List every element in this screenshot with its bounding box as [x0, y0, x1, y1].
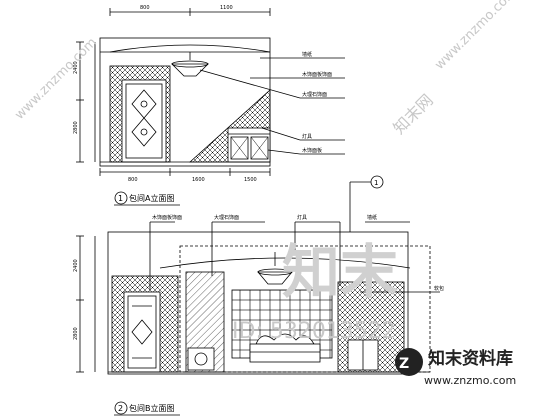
d2-note-4: 墙纸	[367, 214, 377, 221]
d1-bottom-dim-3: 1500	[244, 177, 257, 183]
d1-left-dim-1: 2400	[73, 61, 79, 74]
brand-logo: Z 知末资料库 www.znzmo.com	[395, 348, 516, 387]
brand-site-name: 知末资料库	[427, 348, 513, 369]
d2-left-dim-2: 2800	[73, 327, 79, 340]
d2-note-3: 灯具	[297, 214, 307, 221]
d1-top-dim-2: 1100	[220, 5, 233, 11]
svg-text:Z: Z	[399, 356, 409, 372]
watermark-diag-right: www.znzmo.com	[432, 0, 520, 73]
d1-note-3: 大理石饰面	[302, 91, 327, 98]
d1-top-dim-1: 800	[140, 5, 150, 11]
d2-number: 2	[118, 404, 123, 413]
watermark-id: ID: 532013522	[232, 319, 396, 344]
d1-number: 1	[118, 194, 123, 203]
d2-note-1: 木饰面板饰面	[152, 214, 182, 221]
d1-note-1: 墙纸	[302, 51, 312, 58]
d2-callout-number: 1	[374, 179, 378, 187]
watermark-diag-left: www.znzmo.com	[12, 35, 100, 123]
d2-note-2: 大理石饰面	[214, 214, 239, 221]
d1-bottom-dim-1: 800	[128, 177, 138, 183]
d1-bottom-dim-2: 1600	[192, 177, 205, 183]
d1-left-dim-2: 2800	[73, 121, 79, 134]
watermark-stamp: 知末网	[389, 90, 436, 137]
d1-note-2: 木饰面板饰面	[302, 71, 332, 78]
d2-note-5: 软包	[434, 285, 444, 292]
d1-title-block: 1 包间A立面图	[114, 191, 180, 206]
d2-title: 包间B立面图	[129, 403, 175, 413]
watermark-big-brand: 知末	[282, 238, 398, 306]
d2-left-dim-1: 2400	[73, 259, 79, 272]
elevation-1	[76, 8, 345, 176]
brand-site-url: www.znzmo.com	[424, 374, 516, 387]
d1-note-4: 灯具	[302, 133, 312, 140]
d1-title: 包间A立面图	[129, 193, 174, 203]
d1-note-5: 木饰面板	[302, 147, 322, 154]
d2-title-block: 2 包间B立面图	[114, 401, 180, 416]
elevation-2	[76, 181, 440, 375]
d2-callout-bubble: 1	[370, 175, 384, 189]
